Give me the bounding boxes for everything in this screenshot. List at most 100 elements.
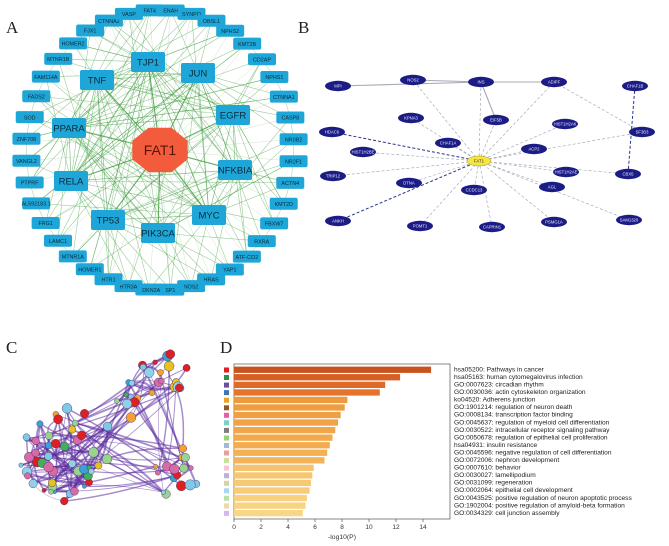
category-swatch [224, 367, 229, 373]
gene-node-label: FADS2 [28, 94, 45, 100]
panel-letter-d: D [220, 338, 233, 357]
category-swatch [224, 435, 229, 441]
edge [478, 119, 497, 162]
gene-node-label: SYNPO [182, 12, 201, 18]
network-node-label: CBX5 [623, 172, 635, 177]
edge [478, 81, 482, 162]
term-node [24, 451, 35, 463]
bar [234, 510, 303, 517]
edge [197, 72, 263, 242]
edge [107, 10, 150, 221]
term-node [44, 452, 53, 461]
gene-node-label: NR0B2 [285, 137, 302, 143]
term-node [161, 489, 166, 495]
network-node-label: HIST1H2AK [554, 122, 577, 127]
edge [74, 391, 153, 424]
gene-node-box [216, 24, 245, 37]
term-node [155, 469, 161, 476]
gene-node-box [156, 283, 185, 296]
edge [51, 408, 68, 483]
term-node [125, 412, 137, 423]
edge [57, 61, 149, 241]
edge [70, 169, 236, 182]
edge [66, 407, 182, 487]
panel-letter-b: B [298, 18, 310, 37]
edge [63, 451, 95, 502]
gene-node-label: ATF-CO2 [236, 255, 259, 261]
gene-node-label: HTR3A [120, 284, 138, 290]
edge [157, 381, 164, 493]
term-node [51, 438, 61, 449]
network-a: ENAHSYNPOOBSL1NPHS2KMT2BCD2APNPHS1CTNNA1… [12, 4, 308, 296]
edge [478, 81, 555, 162]
gene-node: CTNNA1 [269, 90, 298, 103]
gene-node-label: CD2AP [253, 57, 271, 63]
term-node [41, 487, 47, 493]
gene-node-label: SP1 [165, 288, 175, 294]
category-label: GO:0008134: transcription factor binding [454, 412, 573, 419]
edge [107, 169, 236, 221]
gene-node-label: NOS2 [184, 284, 199, 290]
term-node [28, 479, 38, 489]
edge [157, 160, 294, 234]
network-node-label: HIST1H2AE [555, 170, 578, 175]
gene-node: HTR1 [94, 273, 123, 286]
gene-node-box [12, 132, 41, 145]
gene-node: FAM114A [31, 70, 60, 83]
gene-node-box [233, 37, 262, 50]
network-node-shape [400, 74, 426, 86]
gene-node: ATF-CO2 [232, 250, 261, 263]
bar [234, 487, 310, 494]
network-node-shape [541, 76, 567, 88]
term-node [153, 464, 159, 469]
bar [234, 366, 432, 373]
hub-node-label: JUN [189, 69, 208, 80]
x-tick-label: 0 [232, 524, 236, 531]
gene-node: NPHS2 [216, 24, 245, 37]
gene-node-label: YAP1 [223, 268, 236, 274]
hub-node: TJP1 [131, 52, 165, 72]
category-swatch [224, 427, 229, 433]
edge [128, 13, 161, 151]
bar [234, 389, 380, 396]
network-node: NOS2 [400, 74, 426, 86]
network-node-shape [468, 76, 494, 88]
gene-node-box [15, 111, 44, 124]
x-tick-label: 12 [392, 524, 400, 531]
gene-node-label: CDKN2A [138, 288, 160, 294]
edge [362, 151, 480, 162]
edge [170, 72, 199, 290]
category-swatch [224, 510, 229, 516]
category-label: GO:0050678: regulation of epithelial cel… [454, 434, 608, 441]
edge [89, 169, 236, 270]
bar [234, 449, 328, 456]
term-node [71, 419, 79, 427]
x-tick-label: 14 [419, 524, 427, 531]
edge [190, 214, 210, 287]
gene-node-box [22, 197, 51, 210]
center-node-label: FAT1 [144, 142, 177, 158]
gene-node: NR0B2 [279, 133, 308, 146]
term-node [82, 483, 87, 489]
term-node [60, 441, 70, 452]
edge [36, 96, 210, 216]
edge [480, 81, 497, 121]
network-node-shape [553, 166, 579, 178]
edge [72, 79, 98, 257]
gene-node-label: PTPRF [21, 181, 39, 187]
bar [234, 502, 306, 509]
gene-node-label: NR2F1 [285, 159, 302, 165]
hub-node: NFKBIA [218, 160, 253, 180]
category-label: GO:0007610: behavior [454, 465, 522, 472]
network-node-shape [398, 112, 424, 124]
category-swatch [224, 495, 229, 501]
edge [96, 79, 109, 280]
gene-node: FRG1 [31, 216, 60, 229]
term-node [175, 383, 184, 392]
edge [157, 366, 170, 473]
gene-node-box [215, 263, 244, 276]
network-c [18, 349, 201, 506]
gene-node: SOD [15, 111, 44, 124]
